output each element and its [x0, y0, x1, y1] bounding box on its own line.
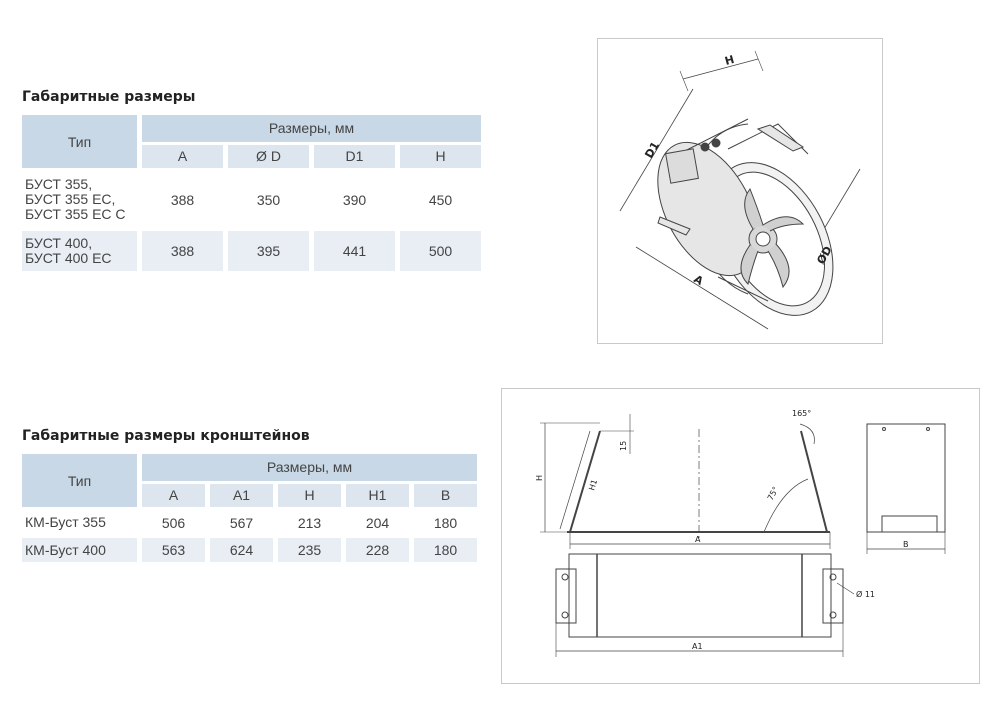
cell-a: 388 [142, 231, 223, 271]
col-header-h1: H1 [346, 480, 409, 507]
section-title-brackets: Габаритные размеры кронштейнов [22, 428, 310, 444]
col-header-h: H [400, 141, 481, 168]
cell-d1: 390 [342, 191, 367, 208]
row-type: КМ-Буст 400 [22, 538, 137, 562]
cell-a1: 624 [210, 538, 273, 562]
label-b: B [903, 540, 909, 549]
row-type: БУСТ 355, БУСТ 355 ЕС, БУСТ 355 ЕС С [25, 176, 126, 222]
col-header-b: B [414, 480, 477, 507]
col-header-d1: D1 [314, 141, 395, 168]
cell-h1: 204 [365, 514, 390, 531]
fan-drawing-frame: H D1 A ØD [597, 38, 883, 344]
table-row: БУСТ 355, БУСТ 355 ЕС, БУСТ 355 ЕС С 388… [22, 168, 481, 231]
label-75: 75° [766, 485, 781, 502]
cell-d: 350 [256, 191, 281, 208]
label-d1: D1 [642, 139, 662, 160]
cell-d1: 441 [314, 231, 395, 271]
label-h1: H1 [587, 478, 599, 491]
col-header-a: A [142, 480, 205, 507]
cell-h: 213 [297, 514, 322, 531]
label-a1: A1 [692, 642, 703, 651]
cell-h1: 228 [346, 538, 409, 562]
label-a: A [695, 535, 701, 544]
row-type: КМ-Буст 355 [25, 514, 106, 530]
sizes-header: Размеры, мм [142, 454, 477, 481]
cell-a: 388 [170, 191, 195, 208]
cell-h: 235 [278, 538, 341, 562]
label-a: A [691, 272, 705, 288]
fan-drawing: H D1 A ØD [619, 50, 861, 330]
type-header: Тип [22, 454, 137, 507]
label-h: H [723, 53, 735, 68]
col-header-a: A [142, 141, 223, 168]
label-165: 165° [792, 409, 811, 418]
cell-d: 395 [228, 231, 309, 271]
cell-b: 180 [433, 514, 458, 531]
label-h: H [535, 475, 544, 481]
cell-b: 180 [414, 538, 477, 562]
cell-a1: 567 [229, 514, 254, 531]
col-header-a1: A1 [210, 480, 273, 507]
sizes-header: Размеры, мм [142, 115, 481, 142]
cell-h: 450 [428, 191, 453, 208]
table-row: КМ-Буст 400 563 624 235 228 180 [22, 538, 477, 562]
row-type: БУСТ 400, БУСТ 400 ЕС [22, 231, 137, 271]
section-title-dimensions: Габаритные размеры [22, 89, 196, 105]
cell-a: 506 [161, 514, 186, 531]
col-header-d: Ø D [228, 141, 309, 168]
label-15: 15 [619, 441, 628, 451]
cell-h: 500 [400, 231, 481, 271]
table-row: БУСТ 400, БУСТ 400 ЕС 388 395 441 500 [22, 231, 481, 271]
label-hole: Ø 11 [856, 589, 875, 599]
type-header: Тип [22, 115, 137, 168]
table-row: КМ-Буст 355 506 567 213 204 180 [22, 507, 477, 538]
brackets-table: Тип Размеры, мм A A1 H H1 B КМ-Буст 355 … [17, 454, 482, 562]
col-header-h: H [278, 480, 341, 507]
dimensions-table: Тип Размеры, мм A Ø D D1 H БУСТ 355, БУС… [17, 115, 486, 271]
bracket-drawing-frame: H H1 15 A A1 B 165° 75° Ø 11 [501, 388, 980, 684]
cell-a: 563 [142, 538, 205, 562]
bracket-drawing: H H1 15 A A1 B 165° 75° Ø 11 [535, 409, 946, 657]
